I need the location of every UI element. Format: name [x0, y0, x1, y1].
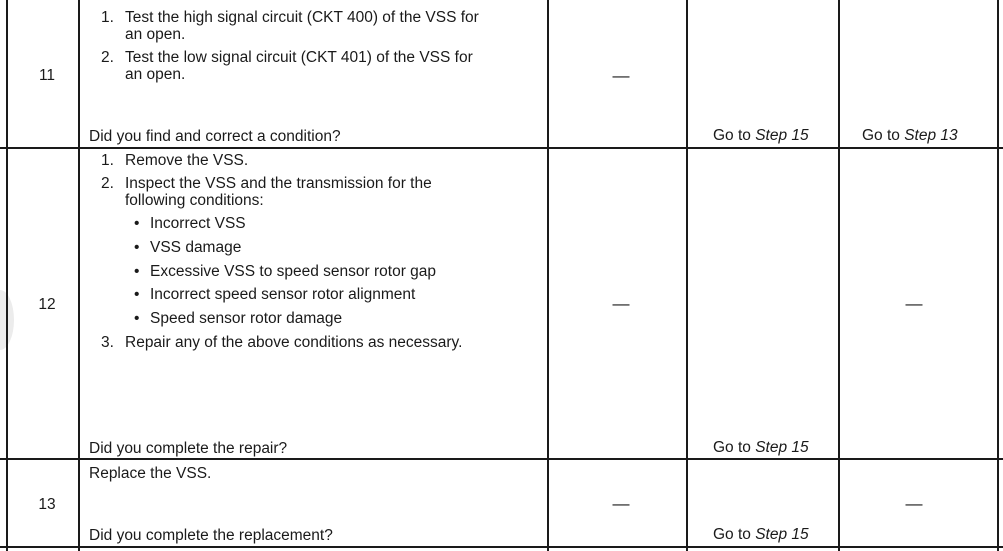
- row-divider-12-13: [0, 458, 1003, 460]
- action-text: Test the high signal circuit (CKT 400) o…: [125, 9, 479, 26]
- table-bottom-line: [0, 546, 1003, 548]
- question-text: Did you complete the replacement?: [89, 527, 333, 544]
- no-dash: —: [905, 294, 923, 313]
- col-divider-yes: [838, 0, 840, 551]
- goto-prefix: Go to: [862, 127, 905, 144]
- bullet-item: VSS damage: [150, 239, 242, 256]
- no-goto-link[interactable]: Go to Step 13: [862, 127, 958, 145]
- col-divider-step: [78, 0, 80, 551]
- bullet-item: Incorrect speed sensor rotor alignment: [150, 286, 416, 303]
- bullet-dot: •: [134, 239, 140, 256]
- goto-step: Step 13: [904, 127, 958, 144]
- value-dash: —: [612, 294, 630, 313]
- step-number: 12: [38, 296, 56, 313]
- bullet-dot: •: [134, 215, 140, 232]
- goto-step: Step 15: [755, 526, 809, 543]
- action-text: following conditions:: [125, 192, 264, 209]
- action-text: Remove the VSS.: [125, 152, 249, 169]
- action-text: Replace the VSS.: [89, 465, 212, 482]
- col-divider-value: [686, 0, 688, 551]
- bullet-item: Excessive VSS to speed sensor rotor gap: [150, 263, 437, 280]
- bullet-dot: •: [134, 263, 140, 280]
- action-text: Test the low signal circuit (CKT 401) of…: [125, 49, 473, 66]
- question-text: Did you complete the repair?: [89, 440, 288, 457]
- goto-prefix: Go to: [713, 127, 756, 144]
- goto-step: Step 15: [755, 439, 809, 456]
- goto-prefix: Go to: [713, 439, 756, 456]
- action-text: an open.: [125, 26, 186, 43]
- value-dash: —: [612, 494, 630, 513]
- yes-goto-link[interactable]: Go to Step 15: [713, 127, 809, 145]
- bullet-item: Incorrect VSS: [150, 215, 246, 232]
- step-number: 13: [38, 496, 56, 513]
- col-divider-action: [547, 0, 549, 551]
- no-dash: —: [905, 494, 923, 513]
- goto-step: Step 15: [755, 127, 809, 144]
- action-number: 1.: [101, 152, 114, 169]
- action-number: 2.: [101, 175, 114, 192]
- action-text: Repair any of the above conditions as ne…: [125, 334, 463, 351]
- action-number: 1.: [101, 9, 114, 26]
- action-number: 2.: [101, 49, 114, 66]
- step-number: 11: [38, 67, 56, 84]
- yes-goto-link[interactable]: Go to Step 15: [713, 526, 809, 544]
- bullet-item: Speed sensor rotor damage: [150, 310, 343, 327]
- action-text: an open.: [125, 66, 186, 83]
- action-text: Inspect the VSS and the transmission for…: [125, 175, 432, 192]
- action-number: 3.: [101, 334, 114, 351]
- question-text: Did you find and correct a condition?: [89, 128, 341, 145]
- goto-prefix: Go to: [713, 526, 756, 543]
- bullet-dot: •: [134, 310, 140, 327]
- bullet-dot: •: [134, 286, 140, 303]
- row-divider-11-12: [0, 147, 1003, 149]
- table-left-border: [6, 0, 8, 551]
- table-right-border: [997, 0, 999, 551]
- value-dash: —: [612, 66, 630, 85]
- yes-goto-link[interactable]: Go to Step 15: [713, 439, 809, 457]
